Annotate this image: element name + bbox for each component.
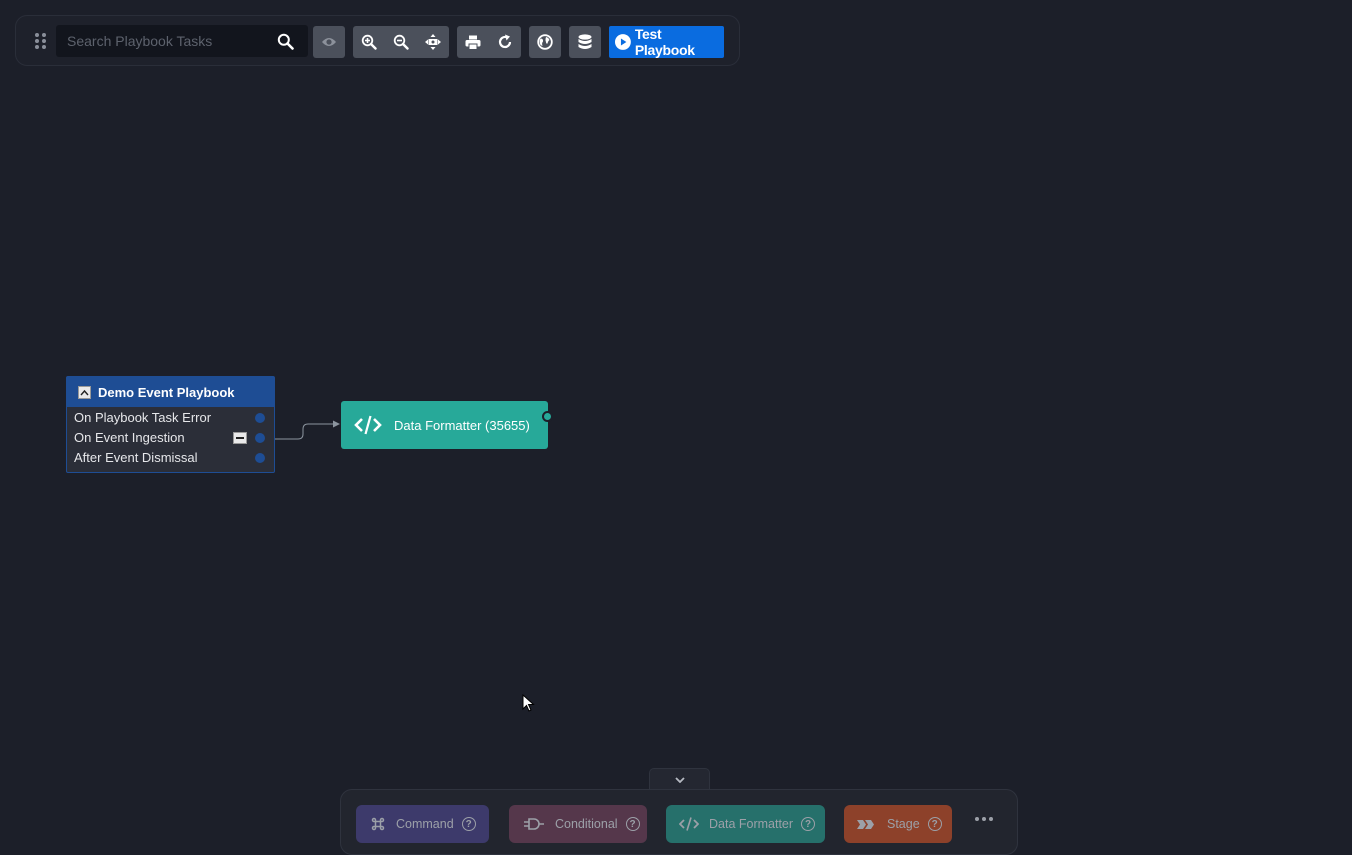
output-port[interactable] xyxy=(255,433,265,443)
actions-group xyxy=(457,26,521,58)
stage-arrows-icon xyxy=(857,819,875,829)
output-port[interactable] xyxy=(255,413,265,423)
eye-icon xyxy=(322,38,336,46)
collapse-button[interactable] xyxy=(78,385,91,399)
collapse-branch-button[interactable] xyxy=(233,432,247,444)
database-button[interactable] xyxy=(569,26,601,58)
search-icon[interactable] xyxy=(277,33,294,50)
globe-button[interactable] xyxy=(529,26,561,58)
code-icon xyxy=(679,817,699,831)
playbook-node-header[interactable]: Demo Event Playbook xyxy=(67,377,274,407)
logic-gate-icon xyxy=(524,818,544,830)
palette-toggle-button[interactable] xyxy=(649,768,710,790)
palette-item-label: Stage xyxy=(887,817,920,831)
help-icon[interactable]: ? xyxy=(927,817,942,831)
globe-group xyxy=(529,26,561,58)
palette-item-data-formatter[interactable]: Data Formatter ? xyxy=(666,805,825,843)
zoom-group xyxy=(353,26,449,58)
visibility-button[interactable] xyxy=(313,26,345,58)
playbook-title: Demo Event Playbook xyxy=(98,384,235,400)
task-node-label: Data Formatter (35655) xyxy=(394,417,530,433)
print-icon xyxy=(465,35,481,50)
refresh-icon xyxy=(498,34,512,49)
palette-item-label: Command xyxy=(396,817,454,831)
palette-item-stage[interactable]: Stage ? xyxy=(844,805,952,843)
test-playbook-label: Test Playbook xyxy=(634,26,695,58)
chevron-up-icon xyxy=(80,389,89,395)
view-group xyxy=(313,26,345,58)
database-group xyxy=(569,26,601,58)
output-port[interactable] xyxy=(255,453,265,463)
command-icon xyxy=(371,817,385,831)
trigger-row: On Playbook Task Error xyxy=(67,408,274,428)
search-input[interactable] xyxy=(56,25,271,57)
zoom-in-icon xyxy=(361,34,377,50)
fit-to-screen-button[interactable] xyxy=(417,26,449,58)
trigger-row: After Event Dismissal xyxy=(67,448,274,468)
task-palette: Command ? Conditional ? xyxy=(340,789,1018,855)
drag-handle-icon[interactable] xyxy=(35,33,47,49)
play-circle-icon xyxy=(615,34,631,50)
palette-item-command[interactable]: Command ? xyxy=(356,805,489,843)
palette-item-label: Conditional xyxy=(555,817,618,831)
database-icon xyxy=(578,34,592,49)
refresh-button[interactable] xyxy=(489,26,521,58)
palette-item-label: Data Formatter xyxy=(709,817,794,831)
fit-to-screen-icon xyxy=(425,34,441,50)
mouse-cursor-icon xyxy=(522,694,535,712)
globe-icon xyxy=(537,34,553,50)
zoom-in-button[interactable] xyxy=(353,26,385,58)
trigger-row: On Event Ingestion xyxy=(67,428,274,448)
output-port[interactable] xyxy=(542,411,553,422)
palette-item-conditional[interactable]: Conditional ? xyxy=(509,805,647,843)
help-icon[interactable]: ? xyxy=(801,817,816,831)
trigger-label: After Event Dismissal xyxy=(74,450,198,465)
search-box xyxy=(56,25,308,57)
trigger-label: On Event Ingestion xyxy=(74,430,185,445)
playbook-start-node[interactable]: Demo Event Playbook On Playbook Task Err… xyxy=(66,376,275,473)
code-icon xyxy=(354,415,382,435)
help-icon[interactable]: ? xyxy=(625,817,640,831)
chevron-down-icon xyxy=(674,776,685,783)
zoom-out-button[interactable] xyxy=(385,26,417,58)
more-options-icon[interactable] xyxy=(975,817,993,821)
data-formatter-node[interactable]: Data Formatter (35655) xyxy=(341,401,553,449)
help-icon[interactable]: ? xyxy=(461,817,476,831)
test-playbook-button[interactable]: Test Playbook xyxy=(609,26,724,58)
minus-icon xyxy=(236,437,244,439)
toolbar: Test Playbook xyxy=(15,15,740,66)
zoom-out-icon xyxy=(393,34,409,50)
print-button[interactable] xyxy=(457,26,489,58)
trigger-label: On Playbook Task Error xyxy=(74,410,212,425)
